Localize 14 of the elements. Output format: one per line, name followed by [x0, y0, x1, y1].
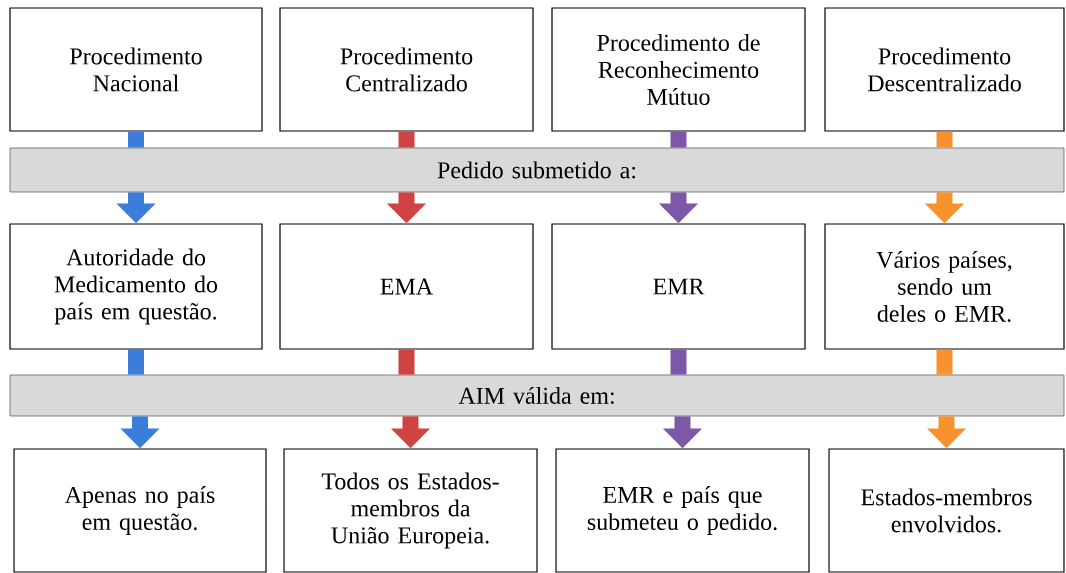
process-box: Procedimento de Reconhecimento Mútuo — [551, 7, 806, 132]
process-box: EMR e país que submeteu o pedido. — [555, 448, 810, 573]
process-box: Procedimento Centralizado — [279, 7, 534, 132]
process-box: Estados-membros envolvidos. — [828, 448, 1065, 573]
process-box: Todos os Estados-membros da União Europeia. — [283, 448, 538, 573]
process-box: Procedimento Descentralizado — [824, 7, 1065, 132]
process-box: Apenas no país em questão. — [13, 448, 267, 573]
process-box: Procedimento Nacional — [9, 7, 263, 132]
process-box: EMA — [279, 223, 534, 350]
process-box: Autoridade do Medicamento do país em questão. — [9, 223, 263, 350]
process-box: Vários países, sendo um deles o EMR. — [824, 223, 1065, 350]
stage-band: Pedido submetido a: — [9, 147, 1065, 193]
stage-band: AIM válida em: — [9, 374, 1065, 417]
process-box: EMR — [551, 223, 806, 350]
